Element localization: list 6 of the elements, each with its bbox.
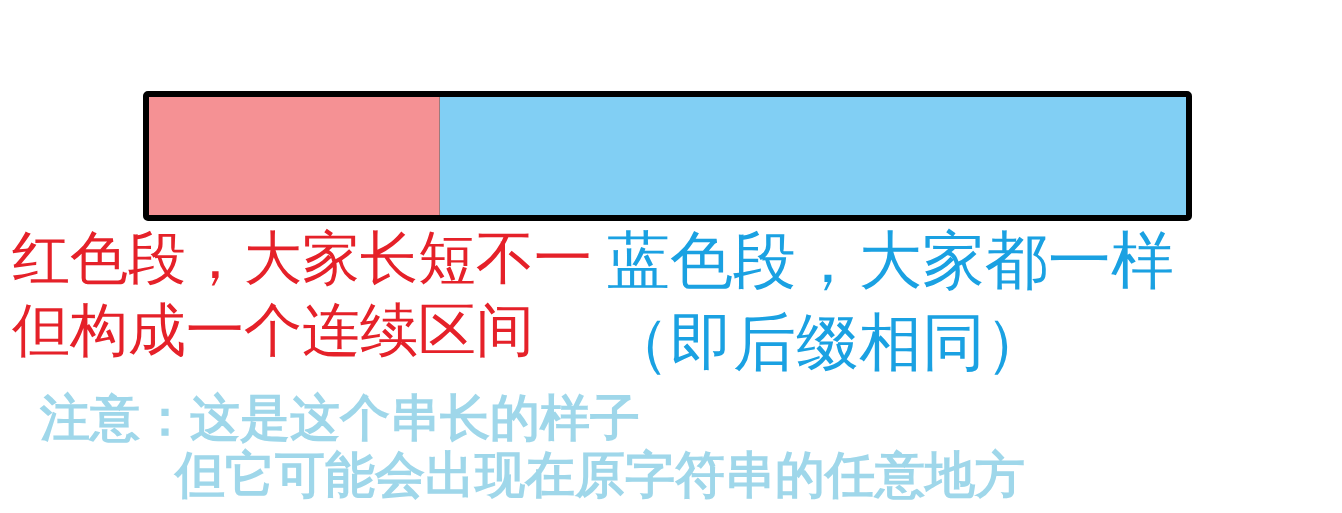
segmented-bar <box>143 91 1192 221</box>
bar-segment <box>149 97 440 215</box>
segment-caption: 红色段，大家长短不一但构成一个连续区间 <box>12 223 593 366</box>
bar-segment <box>440 97 1186 215</box>
note-text: 注意：这是这个串长的样子但它可能会出现在原字符串的任意地方 <box>40 390 1026 504</box>
segment-caption: 蓝色段，大家都一样（即后缀相同） <box>607 223 1175 381</box>
